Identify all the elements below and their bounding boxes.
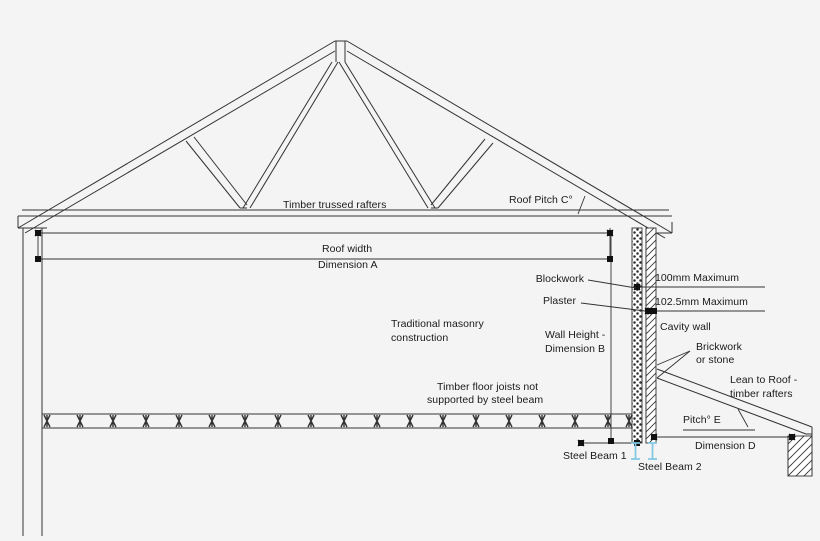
- pitch-e-angle-leg: [737, 408, 749, 428]
- label-pitch-e: Pitch° E: [683, 414, 721, 426]
- web-left-outer-b: [193, 136, 248, 206]
- label-traditional-masonry-line2: construction: [391, 332, 449, 344]
- left-wall-group: [22, 228, 43, 536]
- label-dimension-d: Dimension D: [695, 440, 756, 452]
- web-left-outer: [185, 140, 241, 209]
- label-roof-pitch-c: Roof Pitch C°: [509, 194, 573, 206]
- steel-beams-group: [631, 442, 657, 460]
- rafter-left-bottom: [24, 50, 336, 234]
- label-dimension-a: Dimension A: [318, 259, 378, 271]
- lean-to-rafter-bottom: [656, 377, 807, 435]
- label-traditional-masonry-line1: Traditional masonry: [391, 318, 484, 330]
- label-roof-width: Roof width: [322, 243, 373, 255]
- brickwork-leaf: [645, 227, 657, 444]
- label-wall-height-line1: Wall Height -: [545, 329, 606, 341]
- dimension-tick-crosses: [34, 229, 796, 447]
- rafter-right-bottom: [346, 50, 666, 239]
- leader-blockwork: [587, 279, 637, 289]
- label-steel-beam-1: Steel Beam 1: [563, 450, 627, 462]
- floor-joists-group: [42, 413, 633, 429]
- label-timber-floor-joists-line1: Timber floor joists not: [437, 381, 539, 393]
- label-cavity-wall: Cavity wall: [660, 321, 711, 333]
- web-right-inner: [344, 61, 436, 209]
- leader-brickwork-b: [656, 350, 691, 379]
- leader-brickwork: [656, 350, 691, 366]
- web-right-outer: [437, 142, 494, 209]
- rafter-right-top: [346, 40, 673, 234]
- label-lean-to-roof-line1: Lean to Roof -: [730, 374, 798, 386]
- label-brickwork-line1: Brickwork: [696, 341, 742, 353]
- leader-plaster: [580, 302, 646, 312]
- steel-beam-1-symbol: [631, 442, 640, 460]
- label-timber-floor-joists-line2: supported by steel beam: [427, 394, 544, 406]
- rafter-left-top: [17, 40, 336, 229]
- label-102-5mm-maximum: 102.5mm Maximum: [655, 296, 748, 308]
- joist-marks: [43, 414, 633, 428]
- web-right-inner-b: [338, 61, 429, 209]
- label-plaster: Plaster: [542, 295, 576, 307]
- pitch-c-angle-leg: [577, 195, 586, 215]
- leader-lines-group: [580, 279, 691, 379]
- label-timber-trussed-rafters: Timber trussed rafters: [283, 199, 387, 211]
- label-wall-height-line2: Dimension B: [545, 343, 606, 355]
- web-right-outer-b: [430, 138, 486, 206]
- label-blockwork: Blockwork: [535, 273, 584, 285]
- dimension-lines-group: [37, 195, 795, 444]
- steel-beam-2-symbol: [648, 442, 657, 460]
- label-100mm-maximum: 100mm Maximum: [655, 272, 740, 284]
- cavity-wall-group: [631, 227, 657, 444]
- cavity-void: [642, 228, 646, 443]
- lean-to-roof-group: [656, 368, 813, 477]
- lean-to-support-pier: [787, 435, 813, 477]
- label-steel-beam-2: Steel Beam 2: [638, 461, 702, 473]
- label-brickwork-line2: or stone: [696, 354, 735, 366]
- label-lean-to-roof-line2: timber rafters: [730, 388, 793, 400]
- blockwork-leaf: [631, 227, 643, 444]
- web-left-inner: [242, 61, 333, 209]
- web-left-inner-b: [249, 61, 339, 209]
- lean-to-rafter-top: [656, 368, 813, 428]
